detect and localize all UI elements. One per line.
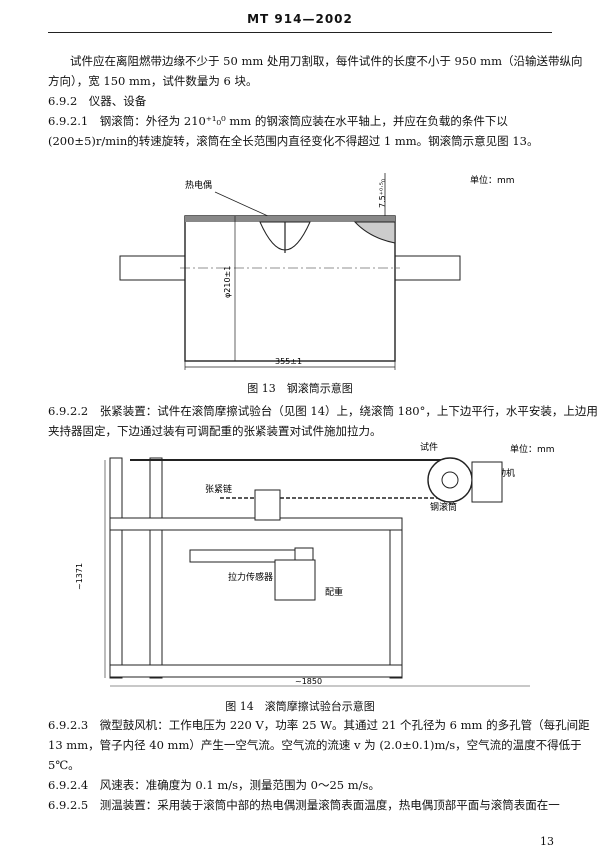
fig14-specimen-label: 试件	[420, 441, 438, 453]
fig14-weight-label: 配重	[325, 586, 343, 598]
paragraph-line: 5℃。	[48, 758, 80, 772]
tension-chain-housing	[254, 489, 281, 521]
figure-13-steel-drum: 单位：mm 热电偶 7.5⁺⁰·⁵₀ φ210±1 355±1	[119, 173, 515, 370]
fig14-drum-label: 钢滚筒	[430, 501, 457, 513]
section-heading: 6.9.2 仪器、设备	[48, 94, 147, 108]
drum-wall-top	[185, 216, 395, 222]
paragraph-line: 方向），宽 150 mm，试件数量为 6 块。	[48, 74, 258, 88]
page-header: MT 914—2002	[247, 12, 353, 26]
paragraph-line: 13 mm，管子内径 40 mm）产生一空气流。空气流的流速 v 为 (2.0±…	[48, 738, 582, 752]
fig14-height-dim: ~1371	[75, 563, 84, 590]
paragraph-line: 试件应在离阻燃带边缘不少于 50 mm 处用刀割取，每件试件的长度不小于 950…	[70, 54, 583, 68]
paragraph-line: (200±5)r/min的转速旋转，滚筒在全长范围内直径变化不得超过 1 mm。…	[48, 134, 539, 148]
fig13-length-dim: 355±1	[275, 357, 302, 366]
fig13-unit-label: 单位：mm	[470, 174, 515, 186]
shaft-left	[119, 255, 186, 281]
frame-beam-bottom	[109, 664, 403, 678]
paragraph-line: 6.9.2.1 钢滚筒：外径为 210⁺¹₀⁰ mm 的钢滚筒应装在水平轴上，并…	[48, 114, 508, 128]
fig14-sensor-label: 拉力传感器	[228, 571, 273, 583]
paragraph-line: 6.9.2.4 风速表：准确度为 0.1 m/s，测量范围为 0～25 m/s。	[48, 778, 380, 792]
fig13-thickness-dim: 7.5⁺⁰·⁵₀	[378, 179, 387, 208]
counterweight	[274, 559, 316, 601]
page-number: 13	[540, 835, 554, 848]
figure-14-test-rig: 单位：mm 试件 电动机 张紧链 钢滚筒 拉力传感器 配重 ~1371 ~185…	[75, 441, 555, 687]
paragraph-line: 6.9.2.2 张紧装置：试件在滚筒摩擦试验台（见图 14）上，绕滚筒 180°…	[48, 404, 598, 418]
paragraph-line: 夹持器固定，下边通过装有可调配重的张紧装置对试件施加拉力。	[48, 424, 382, 438]
frame-post-left	[109, 457, 123, 679]
fig14-chain-label: 张紧链	[205, 483, 232, 495]
paragraph-line: 6.9.2.5 测温装置：采用装于滚筒中部的热电偶测量滚筒表面温度，热电偶顶部平…	[48, 798, 560, 812]
header-rule	[48, 32, 552, 33]
fig14-unit-label: 单位：mm	[510, 443, 555, 455]
fig13-caption: 图 13 钢滚筒示意图	[247, 382, 353, 395]
fig13-thermocouple-label: 热电偶	[185, 179, 212, 191]
shaft-right	[394, 255, 461, 281]
fig14-caption: 图 14 滚筒摩擦试验台示意图	[225, 700, 375, 713]
drum-edge-section	[353, 221, 396, 244]
frame-post-mid	[149, 457, 163, 679]
drum-hub	[441, 471, 459, 489]
fig13-diameter-dim: φ210±1	[223, 266, 232, 298]
motor	[471, 461, 503, 503]
fig14-width-dim: ~1850	[295, 677, 322, 686]
frame-post-right	[389, 519, 403, 679]
paragraph-line: 6.9.2.3 微型鼓风机：工作电压为 220 V，功率 25 W。其通过 21…	[48, 718, 590, 732]
